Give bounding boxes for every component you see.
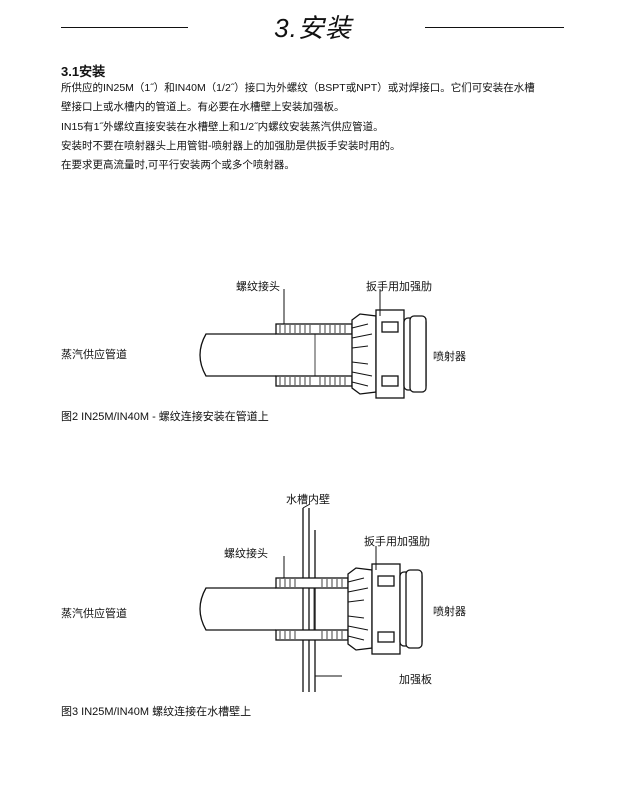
header-rule-right xyxy=(425,27,564,28)
steam-pipe xyxy=(199,587,276,631)
figure3-diagram xyxy=(199,503,423,692)
fig3-label-injector: 喷射器 xyxy=(433,606,466,618)
tank-wall xyxy=(302,508,316,692)
fig3-label-reinforcement-plate: 加强板 xyxy=(399,674,432,686)
paragraph-line: IN15有1˝外螺纹直接安装在水槽壁上和1/2˝内螺纹安装蒸汽供应管道。 xyxy=(61,121,384,133)
section-heading: 3.1安装 xyxy=(61,64,106,79)
figure3-caption: 图3 IN25M/IN40M 螺纹连接在水槽壁上 xyxy=(61,706,252,718)
figure2-diagram xyxy=(199,289,427,399)
fig3-label-thread-joint: 螺纹接头 xyxy=(224,548,268,560)
fig2-label-steam-pipe: 蒸汽供应管道 xyxy=(61,349,127,361)
paragraph-line: 在要求更高流量时,可平行安装两个或多个喷射器。 xyxy=(61,159,295,171)
chapter-title: 3.安装 xyxy=(274,13,352,43)
injector-body xyxy=(371,563,423,655)
paragraph-line: 壁接口上或水槽内的管道上。有必要在水槽壁上安装加强板。 xyxy=(61,101,345,113)
fig3-label-wrench-rib: 扳手用加强肋 xyxy=(364,536,430,548)
wrench-ribs xyxy=(351,313,377,395)
fig2-label-thread-joint: 螺纹接头 xyxy=(236,281,280,293)
thread-joint xyxy=(275,323,353,387)
fig3-label-steam-pipe: 蒸汽供应管道 xyxy=(61,608,127,620)
injector-body xyxy=(375,309,427,399)
thread-joint xyxy=(275,577,349,641)
paragraph-line: 安装时不要在喷射器头上用管钳-喷射器上的加强肋是供扳手安装时用的。 xyxy=(61,140,401,152)
wrench-ribs xyxy=(347,567,373,651)
fig2-label-injector: 喷射器 xyxy=(433,351,466,363)
fig3-label-tank-wall: 水槽内壁 xyxy=(286,494,330,506)
header-rule-left xyxy=(61,27,188,28)
fig2-label-wrench-rib: 扳手用加强肋 xyxy=(366,281,432,293)
figure2-caption: 图2 IN25M/IN40M - 螺纹连接安装在管道上 xyxy=(61,411,269,423)
paragraph-line: 所供应的IN25M（1˝）和IN40M（1/2˝）接口为外螺纹（BSPT或NPT… xyxy=(61,82,535,94)
steam-pipe xyxy=(199,333,276,377)
